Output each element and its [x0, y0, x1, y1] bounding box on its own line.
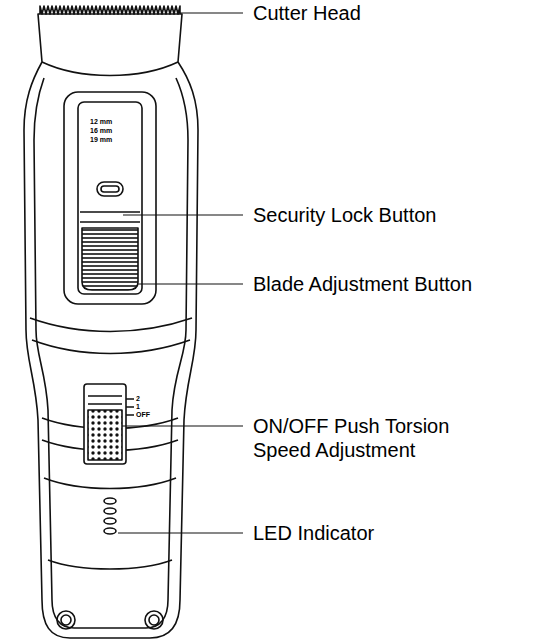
scale-mark: OFF: [136, 411, 150, 418]
window-inner: [78, 102, 142, 294]
scale-mark: 12 mm: [90, 118, 112, 125]
blade-button: [82, 228, 138, 290]
clipper-body: [24, 14, 198, 638]
leader-line: [180, 12, 243, 13]
part-label: Cutter Head: [253, 1, 523, 25]
screw: [145, 611, 163, 629]
leader-line: [122, 425, 243, 426]
lock-button: [97, 182, 123, 196]
scale-mark: 16 mm: [90, 127, 112, 134]
head-edge: [42, 62, 178, 76]
power-switch: [84, 384, 126, 464]
leader-line: [123, 214, 243, 215]
scale-mark: 19 mm: [90, 136, 112, 143]
part-label: Blade Adjustment Button: [253, 272, 523, 296]
part-label: ON/OFF Push Torsion Speed Adjustment: [253, 414, 468, 462]
scale-mark: 1: [136, 403, 140, 410]
leader-line: [118, 532, 243, 533]
cutter-teeth: [40, 6, 180, 14]
part-label: LED Indicator: [253, 521, 523, 545]
window-frame: [64, 92, 156, 304]
part-label: Security Lock Button: [253, 203, 523, 227]
led: [104, 528, 116, 534]
led: [104, 518, 116, 524]
screw: [57, 611, 75, 629]
leader-line: [138, 283, 243, 284]
led: [104, 498, 116, 504]
led: [104, 508, 116, 514]
scale-mark: 2: [136, 395, 140, 402]
